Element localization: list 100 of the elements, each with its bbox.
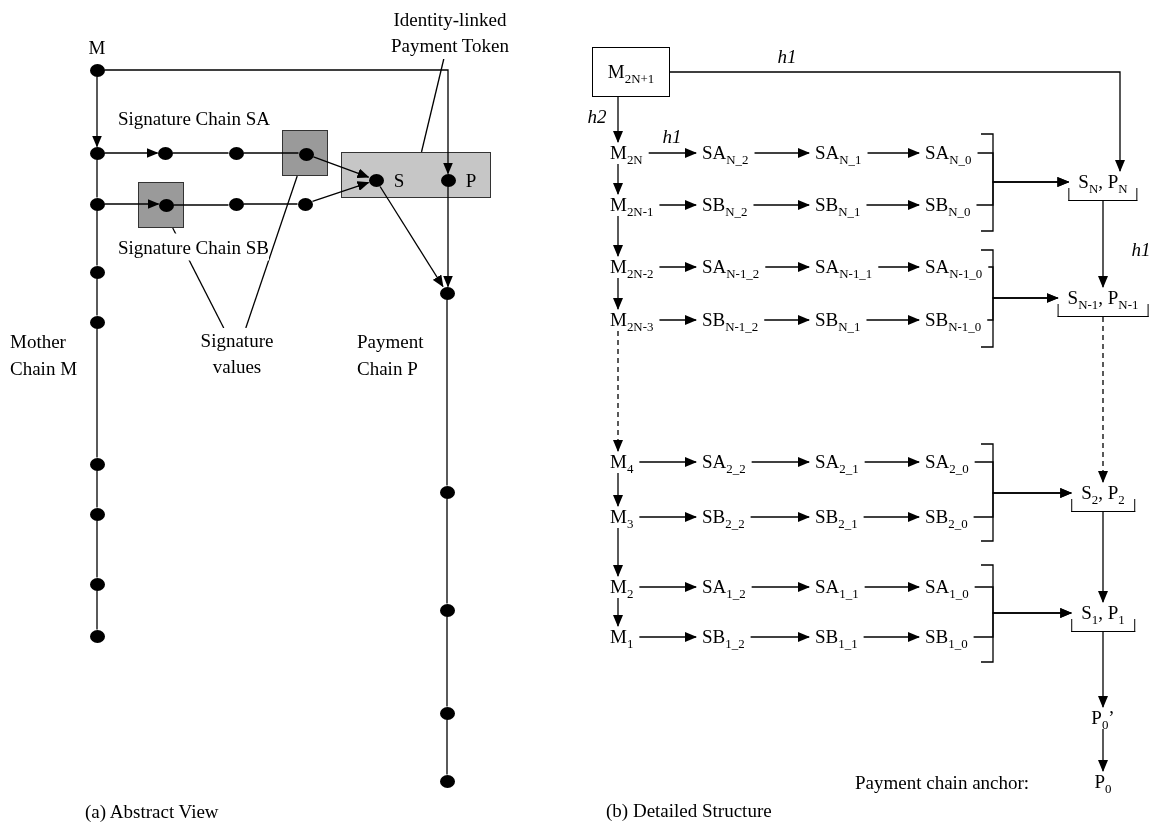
- arrow: [862, 512, 920, 522]
- arrow: [763, 315, 810, 325]
- arrow: [658, 262, 697, 272]
- arrow: [877, 262, 920, 272]
- connector-line: [96, 589, 98, 631]
- node-text: SB$_{N-1_2}$: [696, 309, 765, 331]
- arrow: [865, 315, 920, 325]
- node-text: SA$_{N_1}$: [809, 142, 868, 164]
- dot: [89, 457, 105, 471]
- dot: [158, 198, 174, 212]
- arrow: [972, 488, 1073, 518]
- dot: [89, 629, 105, 643]
- node-text: M$_{2N-3}$: [604, 309, 660, 331]
- arrow: [1098, 631, 1108, 708]
- arrow: [638, 632, 697, 642]
- text-label: Mother Chain M: [10, 330, 79, 381]
- dot: [439, 706, 455, 720]
- connector-line: [171, 152, 230, 154]
- arrow: [103, 148, 159, 158]
- node-text: M$_{4}$: [604, 451, 640, 473]
- node-text: P$_{0}$: [1088, 771, 1118, 793]
- dot: [228, 146, 244, 160]
- node-text: SA$_{N_0}$: [919, 142, 978, 164]
- arrow: [753, 148, 810, 158]
- arrow: [613, 597, 623, 627]
- arrow: [311, 181, 370, 203]
- arrow: [103, 199, 160, 209]
- arrow: [864, 457, 920, 467]
- bracketed-node: S$_{2}$, P$_{2}$: [1071, 482, 1135, 512]
- arrow: [613, 527, 623, 577]
- leader-line: [245, 175, 298, 329]
- node-text: SA$_{1_0}$: [919, 576, 975, 598]
- arrow: [613, 96, 623, 143]
- dot: [157, 146, 173, 160]
- connector-line: [446, 615, 448, 708]
- node-text: SA$_{1_1}$: [809, 576, 865, 598]
- node-text: SA$_{N-1_1}$: [809, 256, 879, 278]
- arrow: [658, 200, 697, 210]
- dot: [439, 774, 455, 788]
- dot: [89, 63, 105, 77]
- bracketed-node: S$_{N-1}$, P$_{N-1}$: [1057, 287, 1149, 317]
- dot: [89, 197, 105, 211]
- node-label: S: [393, 170, 405, 192]
- text-label: Payment chain anchor:: [855, 770, 1030, 795]
- arrow: [865, 200, 920, 210]
- dot: [297, 197, 313, 211]
- node-label: P: [465, 170, 477, 192]
- text-label: Signature Chain SA: [118, 106, 270, 131]
- leader-line: [420, 58, 445, 153]
- arrow: [751, 457, 810, 467]
- arrow: [613, 472, 623, 507]
- dot: [439, 286, 455, 300]
- node-text: SA$_{N-1_2}$: [696, 256, 766, 278]
- connector-line: [96, 519, 98, 579]
- dot: [89, 315, 105, 329]
- node-box: M$_{2N+1}$: [592, 47, 670, 97]
- arrow: [613, 163, 623, 195]
- arrow: [866, 148, 920, 158]
- dot: [89, 265, 105, 279]
- text-label: (b) Detailed Structure: [606, 798, 772, 823]
- dot: [439, 485, 455, 499]
- arrow: [613, 215, 623, 257]
- arrow: [752, 200, 810, 210]
- arrow: [749, 512, 810, 522]
- node-text: SB$_{N_0}$: [919, 194, 977, 216]
- text-label: (a) Abstract View: [85, 799, 219, 823]
- node-label: M: [88, 37, 106, 59]
- connector-line: [446, 298, 448, 487]
- arrow: [638, 582, 697, 592]
- node-text: M$_{2N-1}$: [604, 194, 660, 216]
- arrow: [312, 156, 370, 179]
- arrow: [379, 185, 444, 288]
- arrow: [749, 632, 810, 642]
- node-text: SB$_{2_0}$: [919, 506, 974, 528]
- arrow: [103, 69, 453, 175]
- arrow: [92, 75, 102, 148]
- connector-line: [446, 718, 448, 776]
- text-label: Signature Chain SB: [118, 233, 269, 261]
- dot: [228, 197, 244, 211]
- dot: [298, 147, 314, 161]
- node-text: SB$_{N_1}$: [809, 194, 867, 216]
- node-text: SA$_{2_0}$: [919, 451, 975, 473]
- node-text: SA$_{N_2}$: [696, 142, 755, 164]
- arrow: [986, 293, 1059, 321]
- arrow: [669, 71, 1125, 172]
- node-text: SA$_{1_2}$: [696, 576, 752, 598]
- node-text: M$_{3}$: [604, 506, 640, 528]
- node-text: SA$_{2_2}$: [696, 451, 752, 473]
- arrow: [613, 330, 623, 452]
- connector-line: [242, 203, 299, 205]
- arrow: [613, 277, 623, 310]
- node-text: M$_{1}$: [604, 626, 640, 648]
- node-text: SB$_{2_1}$: [809, 506, 864, 528]
- arrow: [864, 582, 920, 592]
- connector-line: [96, 469, 98, 509]
- node-text: M$_{2}$: [604, 576, 640, 598]
- connector-line: [96, 327, 98, 459]
- connector-line: [172, 204, 230, 206]
- arrow: [1098, 316, 1108, 483]
- node-text: P$_{0}$’: [1085, 707, 1121, 729]
